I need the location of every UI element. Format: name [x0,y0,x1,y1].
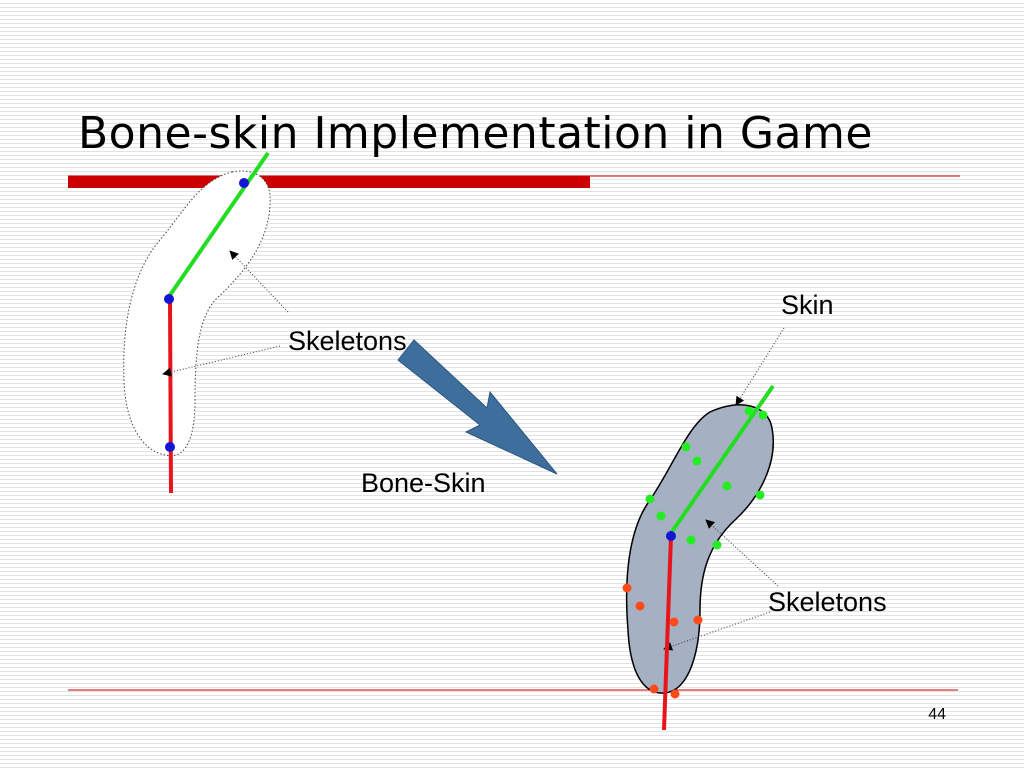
vertex-orange [635,601,645,611]
bone-skin-label: Bone-Skin [361,468,486,498]
vertex-orange [669,617,679,627]
right-lower-bone [662,535,673,731]
left-lower-bone [168,299,173,494]
vertex-green [656,511,666,521]
vertex-green [712,540,722,550]
right-joint [666,531,676,541]
left-skeletons-label: Skeletons [288,326,407,356]
slide-title: Bone-skin Implementation in Game [78,108,873,159]
orange-vertex-group [622,583,703,699]
page-number: 44 [928,706,946,723]
left-callout-arrow-lower [162,345,281,377]
vertex-green [722,481,732,491]
left-skin-outline [123,170,271,457]
title-accent-bar [68,176,590,188]
vertex-green [758,410,768,420]
bone-skin-transition-arrow [397,339,558,475]
left-joint-top [239,178,249,188]
left-joint-middle [164,294,174,304]
vertex-orange [670,689,680,699]
right-skeletons-label: Skeletons [768,587,887,617]
vertex-green [681,442,691,452]
left-callout-arrow-upper [229,250,289,313]
vertex-green [686,535,696,545]
vertex-orange [622,583,632,593]
vertex-green [692,456,702,466]
right-callout-arrow-upper [705,519,779,587]
right-upper-bone [669,384,775,535]
right-callout-arrow-lower [663,611,771,651]
vertex-green [645,494,655,504]
right-skin-shape [625,404,774,694]
vertex-orange [693,615,703,625]
vertex-green [744,406,754,416]
left-upper-bone [166,151,270,300]
green-vertex-group [645,406,768,550]
skin-label: Skin [781,290,834,320]
vertex-green [755,490,765,500]
left-joint-bottom [165,442,175,452]
skin-callout-arrow [735,327,785,406]
vertex-orange [649,684,659,694]
